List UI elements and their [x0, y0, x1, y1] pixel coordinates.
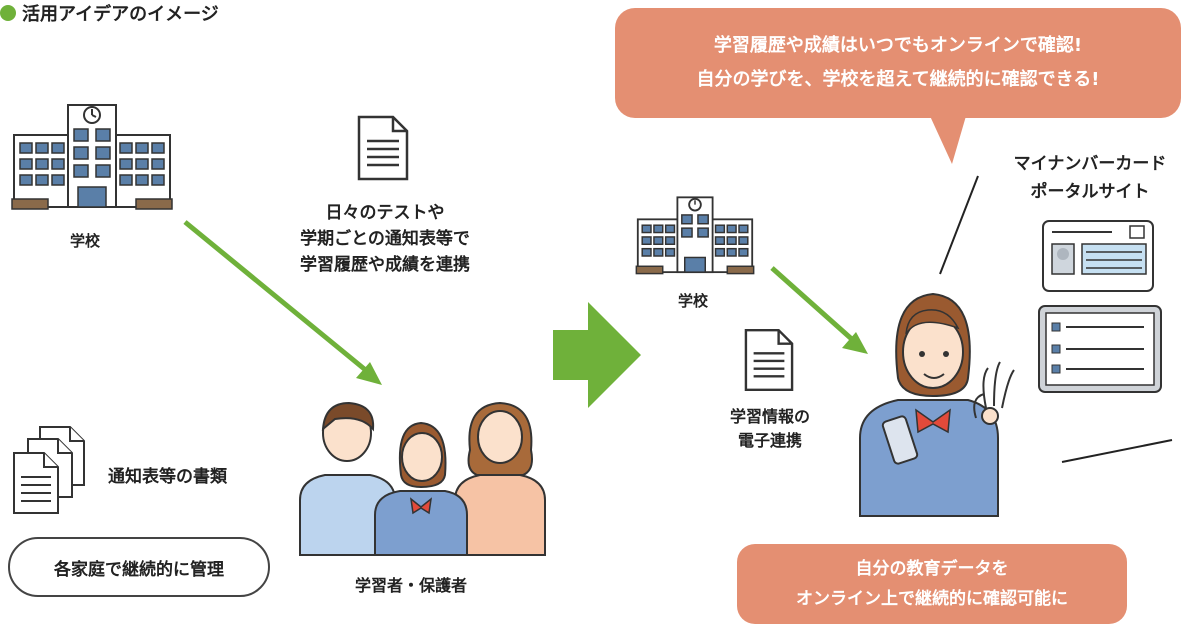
callout-bubble-top: 学習履歴や成績はいつでもオンラインで確認! 自分の学びを、学校を超えて継続的に確… [615, 8, 1181, 118]
big-green-arrow-icon [553, 302, 641, 408]
manage-at-home-label: 各家庭で継続的に管理 [8, 537, 270, 597]
id-card-icon [1042, 220, 1154, 292]
student-with-phone-icon [859, 292, 1015, 517]
document-icon [357, 115, 409, 181]
people-label: 学習者・保護者 [355, 576, 468, 595]
school-label-left: 学校 [70, 232, 101, 250]
digital-link-line: 学習情報の [729, 407, 810, 426]
flow-text-line: 学習履歴や成績を連携 [300, 255, 470, 275]
school-building-icon-small [635, 196, 755, 275]
document-icon-right [744, 328, 794, 392]
portal-line: ポータルサイト [1030, 182, 1150, 202]
documents-label: 通知表等の書類 [108, 467, 227, 487]
result-bubble: 自分の教育データを オンライン上で継続的に確認可能に [737, 544, 1127, 624]
title-text: 活用アイデアのイメージ [22, 4, 219, 25]
diagram-title: 活用アイデアのイメージ [0, 0, 1191, 26]
school-building-icon [11, 104, 173, 210]
digital-link-label: 学習情報の 電子連携 [705, 405, 835, 453]
callout-line: 学習履歴や成績はいつでもオンラインで確認! [713, 35, 1083, 56]
result-line: オンライン上で継続的に確認可能に [796, 589, 1068, 609]
portal-line: マイナンバーカード [1013, 154, 1167, 174]
flow-text: 日々のテストや 学期ごとの通知表等で 学習履歴や成績を連携 [270, 200, 500, 278]
portal-label: マイナンバーカード ポータルサイト [992, 150, 1188, 206]
flow-text-line: 学期ごとの通知表等で [300, 229, 470, 249]
flow-text-line: 日々のテストや [325, 203, 445, 223]
callout-tail [930, 116, 966, 164]
result-line: 自分の教育データを [855, 559, 1009, 579]
green-dot-icon [0, 5, 16, 21]
digital-link-line: 電子連携 [737, 431, 802, 450]
documents-stack-icon [13, 426, 85, 514]
school-label-right: 学校 [678, 292, 709, 310]
family-icon [299, 401, 546, 556]
callout-line: 自分の学びを、学校を超えて継続的に確認できる! [696, 69, 1100, 90]
portal-screen-icon [1038, 305, 1162, 393]
